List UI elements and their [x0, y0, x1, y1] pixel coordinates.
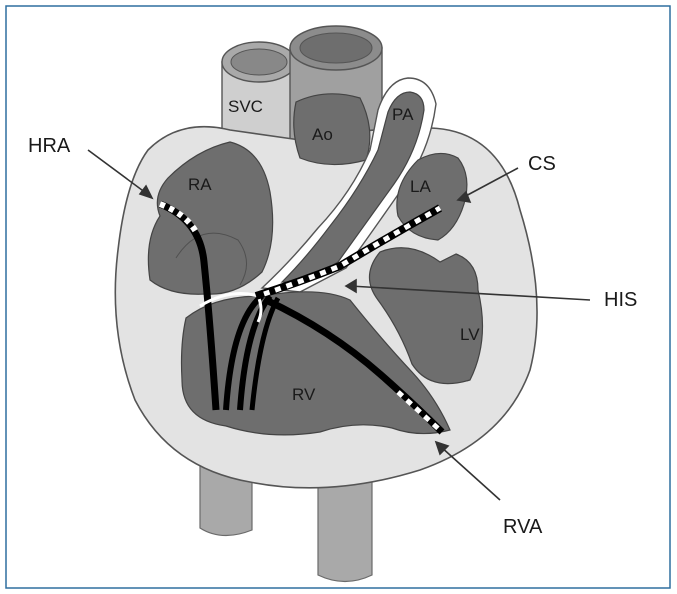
label-rv: RV	[292, 385, 316, 404]
callout-cs: CS	[528, 153, 556, 175]
label-pa: PA	[392, 105, 414, 124]
label-ra: RA	[188, 175, 212, 194]
label-la: LA	[410, 177, 431, 196]
callout-his: HIS	[604, 289, 637, 311]
callout-rva: RVA	[503, 516, 543, 538]
label-svc: SVC	[228, 97, 263, 116]
callout-hra: HRA	[28, 135, 71, 157]
label-ao: Ao	[312, 125, 333, 144]
label-lv: LV	[460, 325, 480, 344]
